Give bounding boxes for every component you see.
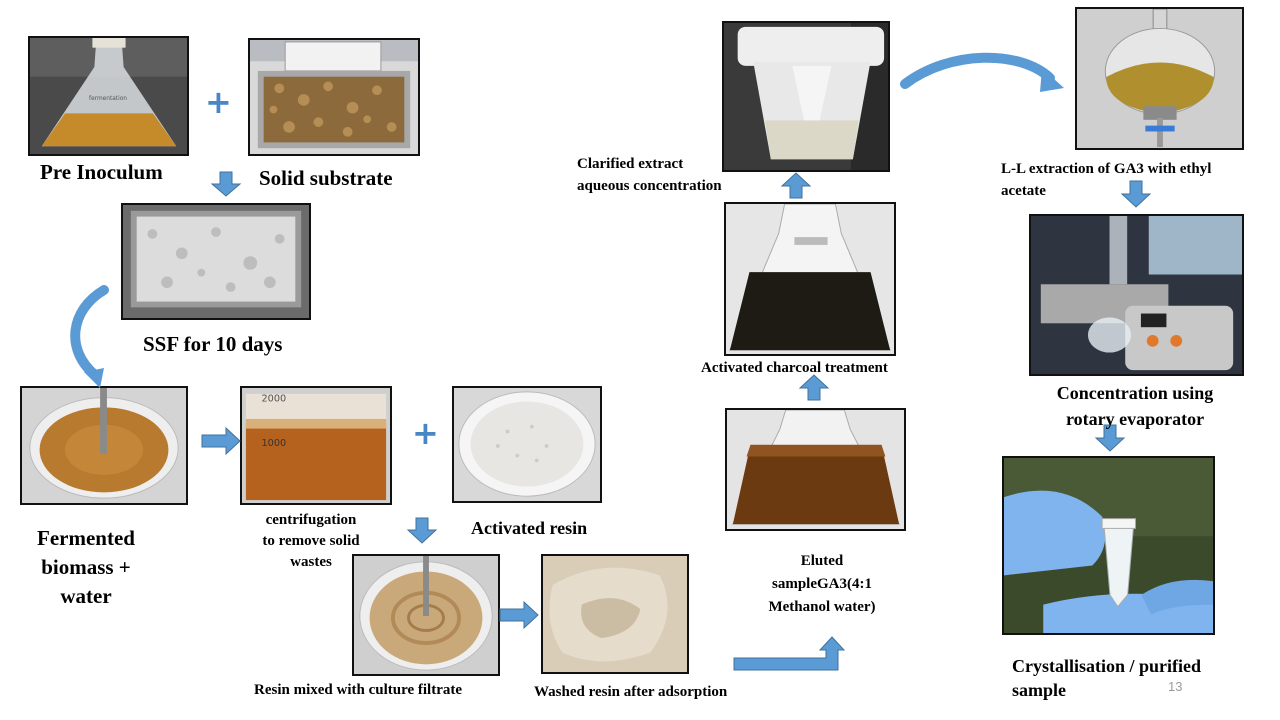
activated-resin-label: Activated resin [471,518,588,538]
activated-resin-photo [452,386,602,503]
rotary-evaporator-label: Concentration using rotary evaporator [1056,383,1214,429]
svg-text:1000: 1000 [261,438,286,449]
crystallisation-photo [1002,456,1215,635]
ssf-label: SSF for 10 days [143,332,283,356]
svg-text:fermentation: fermentation [89,96,127,102]
fermented-biomass-photo [20,386,188,505]
arrow-up [780,172,812,199]
pre-inoculum-photo: fermentation [28,36,189,156]
arrow-down [406,517,438,544]
svg-text:2000: 2000 [261,394,286,405]
arrow-curved [70,285,109,380]
plus-icon: + [412,414,439,452]
arrow-up [798,374,830,401]
clarified-extract-label: Clarified extract aqueous concentration [577,156,722,194]
resin-mixed-label: Resin mixed with culture filtrate [254,682,463,698]
page-number: 13 [1168,679,1183,694]
washed-resin-photo [541,554,689,674]
charcoal-treatment-photo [724,202,896,356]
fermented-biomass-label: Fermented biomass + water [37,526,135,608]
ssf-photo [121,203,311,320]
crystallisation-label: Crystallisation / purified sample [1012,656,1202,700]
solid-substrate-photo [248,38,420,156]
washed-resin-label: Washed resin after adsorption [534,684,728,700]
resin-mixed-photo [352,554,500,676]
eluted-sample-label: Eluted sampleGA3(4:1 Methanol water) [768,553,876,615]
clarified-extract-photo [722,21,890,172]
pre-inoculum-label: Pre Inoculum [40,160,163,184]
plus-icon: + [205,83,232,121]
centrifugation-photo: 2000 1000 [240,386,392,505]
ll-extraction-label: L-L extraction of GA3 with ethyl acetate [1001,161,1212,199]
charcoal-treatment-label: Activated charcoal treatment [701,360,888,376]
eluted-sample-photo [725,408,906,531]
ll-extraction-photo [1075,7,1244,150]
arrow-curved [900,52,1055,89]
solid-substrate-label: Solid substrate [259,166,393,190]
arrow-right [201,426,241,456]
arrow-right [499,600,539,630]
arrow-elbow [733,636,846,671]
arrow-down [210,171,242,197]
centrifugation-label: centrifugation to remove solid wastes [262,512,360,570]
rotary-evaporator-photo [1029,214,1244,376]
